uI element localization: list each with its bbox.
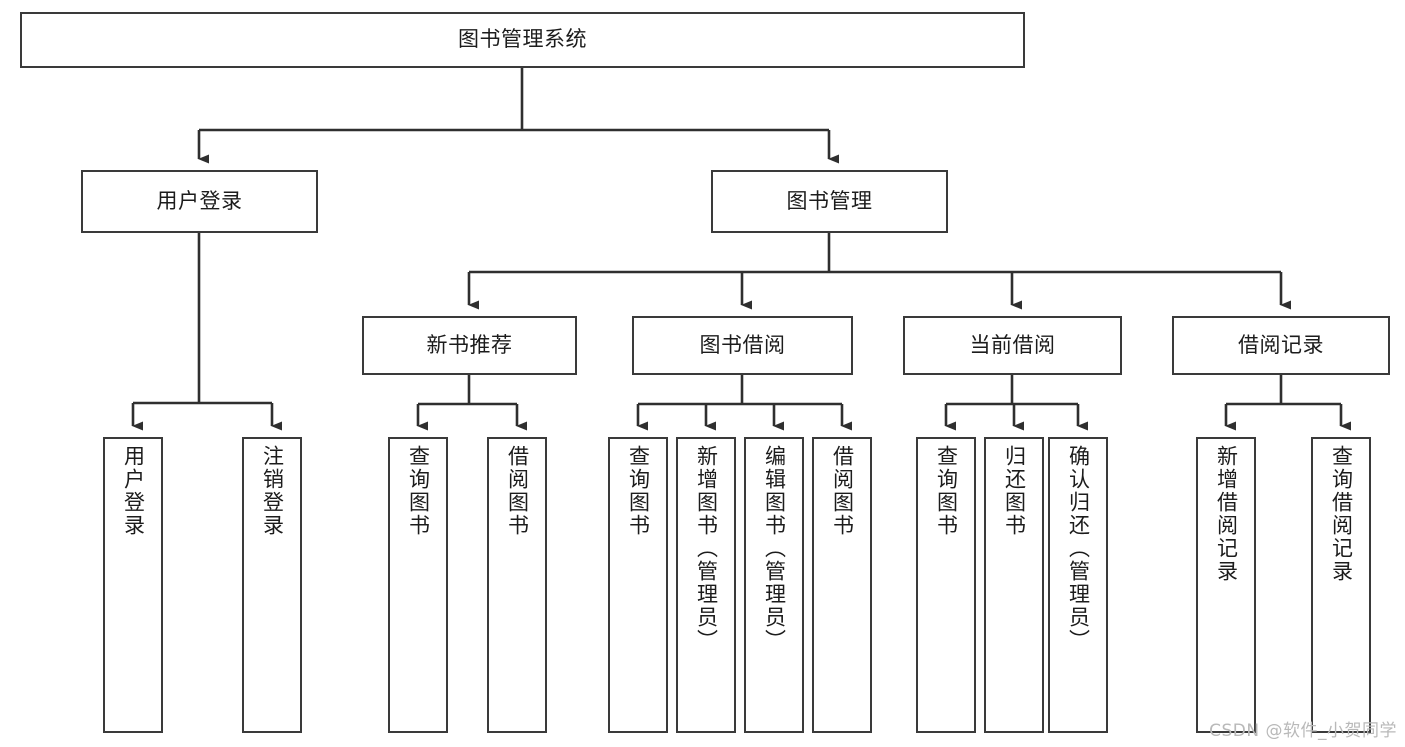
watermark-label: CSDN @软件_小贺同学 xyxy=(1209,721,1397,741)
node-book-borrow[interactable]: 图书借阅 xyxy=(632,316,853,375)
node-label-leaf-borrow-book: 借阅图书 xyxy=(830,445,855,537)
node-label-borrow-record: 借阅记录 xyxy=(1238,332,1324,357)
node-label-root: 图书管理系统 xyxy=(458,27,587,52)
node-label-leaf-user-logout: 注销登录 xyxy=(260,445,285,537)
node-label-leaf-edit-book: 编辑图书（管理员） xyxy=(762,445,787,652)
node-leaf-query-book[interactable]: 查询图书 xyxy=(608,437,668,733)
node-leaf-query-book-rec[interactable]: 查询图书 xyxy=(388,437,448,733)
node-label-leaf-user-login: 用户登录 xyxy=(121,445,146,537)
node-label-leaf-query-book-rec: 查询图书 xyxy=(406,445,431,537)
node-leaf-query-record[interactable]: 查询借阅记录 xyxy=(1311,437,1371,733)
node-leaf-query-book-cur[interactable]: 查询图书 xyxy=(916,437,976,733)
node-label-user-login: 用户登录 xyxy=(156,188,243,213)
node-label-leaf-add-record: 新增借阅记录 xyxy=(1214,445,1239,583)
node-borrow-record[interactable]: 借阅记录 xyxy=(1172,316,1390,375)
node-leaf-add-book[interactable]: 新增图书（管理员） xyxy=(676,437,736,733)
node-root[interactable]: 图书管理系统 xyxy=(20,12,1025,68)
node-leaf-user-logout[interactable]: 注销登录 xyxy=(242,437,302,733)
node-leaf-user-login[interactable]: 用户登录 xyxy=(103,437,163,733)
node-label-leaf-return-book: 归还图书 xyxy=(1002,445,1027,537)
node-leaf-return-book[interactable]: 归还图书 xyxy=(984,437,1044,733)
node-current-borrow[interactable]: 当前借阅 xyxy=(903,316,1122,375)
node-label-book-manage: 图书管理 xyxy=(786,188,873,213)
node-label-leaf-query-book-cur: 查询图书 xyxy=(934,445,959,537)
node-label-leaf-borrow-book-rec: 借阅图书 xyxy=(505,445,530,537)
node-user-login[interactable]: 用户登录 xyxy=(81,170,318,233)
node-book-manage[interactable]: 图书管理 xyxy=(711,170,948,233)
node-label-leaf-query-record: 查询借阅记录 xyxy=(1329,445,1354,583)
node-leaf-borrow-book-rec[interactable]: 借阅图书 xyxy=(487,437,547,733)
node-label-current-borrow: 当前借阅 xyxy=(969,332,1056,357)
node-leaf-confirm-return[interactable]: 确认归还（管理员） xyxy=(1048,437,1108,733)
node-label-leaf-query-book: 查询图书 xyxy=(626,445,651,537)
node-label-leaf-add-book: 新增图书（管理员） xyxy=(694,445,719,652)
node-leaf-borrow-book[interactable]: 借阅图书 xyxy=(812,437,872,733)
node-label-new-book-rec: 新书推荐 xyxy=(426,332,513,357)
node-label-leaf-confirm-return: 确认归还（管理员） xyxy=(1066,445,1091,652)
node-new-book-rec[interactable]: 新书推荐 xyxy=(362,316,577,375)
node-leaf-edit-book[interactable]: 编辑图书（管理员） xyxy=(744,437,804,733)
node-leaf-add-record[interactable]: 新增借阅记录 xyxy=(1196,437,1256,733)
node-label-book-borrow: 图书借阅 xyxy=(699,332,786,357)
